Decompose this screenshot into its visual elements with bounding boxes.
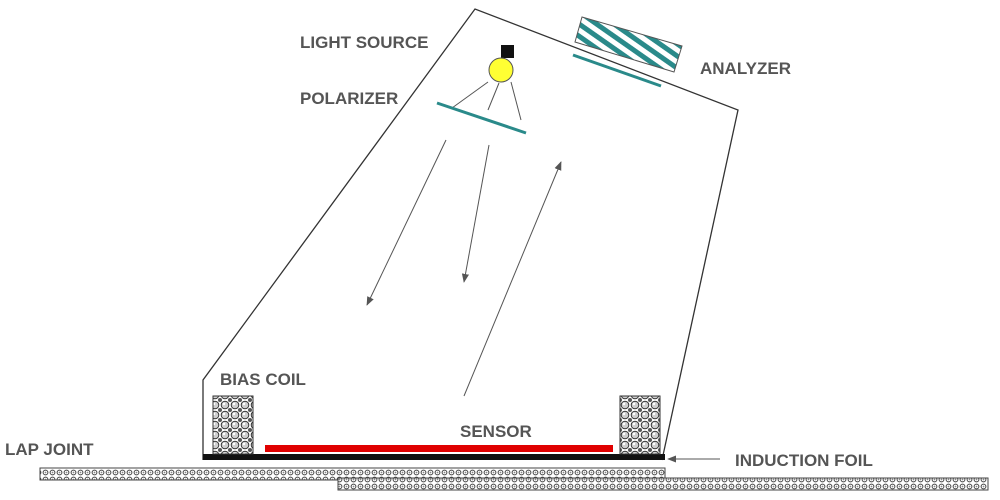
induction-foil — [203, 454, 665, 460]
light-ray-right — [510, 81, 522, 121]
incident-light-arrow-1 — [366, 139, 447, 306]
label-induction-foil: INDUCTION FOIL — [735, 451, 873, 470]
light-source-bulb — [488, 57, 514, 83]
lap-joint-upper-plate — [337, 477, 989, 491]
label-sensor: SENSOR — [460, 422, 532, 441]
label-light-source: LIGHT SOURCE — [300, 33, 428, 52]
analyzer-hatched-block — [574, 16, 683, 73]
label-bias-coil: BIAS COIL — [220, 370, 306, 389]
light-source-base — [501, 45, 514, 58]
sensor-housing — [202, 8, 739, 461]
reflected-light-arrow — [463, 161, 562, 397]
label-analyzer: ANALYZER — [700, 59, 791, 78]
bias-coil-right — [619, 395, 661, 455]
sensor-strip — [265, 445, 613, 452]
label-lap-joint: LAP JOINT — [5, 440, 94, 459]
analyzer-plate — [572, 53, 662, 88]
bias-coil-left — [212, 395, 254, 455]
light-ray-middle — [487, 82, 500, 111]
incident-light-arrow-2 — [461, 144, 490, 283]
light-ray-left — [451, 81, 489, 109]
label-polarizer: POLARIZER — [300, 89, 398, 108]
polarizer-plate — [436, 101, 527, 135]
